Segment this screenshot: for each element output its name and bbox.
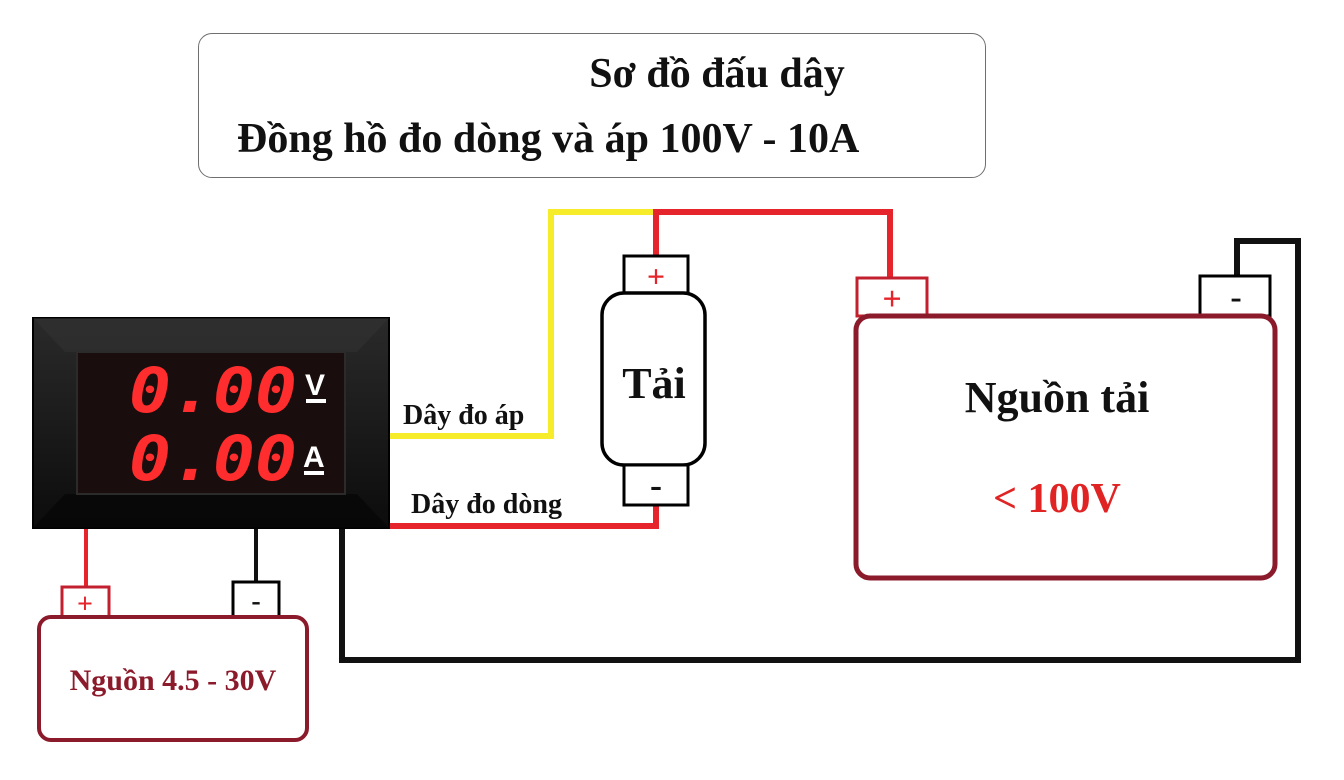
meter-supply-minus-sign: -: [251, 586, 260, 617]
load-supply-plus-terminal: [855, 276, 929, 318]
voltage-wire-label: Dây đo áp: [403, 400, 524, 431]
load-supply-rating: < 100V: [993, 476, 1121, 522]
meter-bezel-bottom: [33, 494, 389, 528]
load-plus-sign: +: [647, 258, 665, 294]
load-supply-body: [853, 313, 1278, 581]
meter-display: [76, 351, 346, 495]
current-reading: 0.00: [129, 422, 297, 495]
diagram-subtitle: Đồng hồ đo dòng và áp 100V - 10A: [237, 116, 860, 162]
wires: [84, 209, 1301, 663]
voltage-unit: V: [305, 369, 325, 402]
meter: 0.00 0.00 V A: [32, 317, 390, 529]
load: + Tải -: [600, 254, 707, 507]
meter-bezel: [33, 318, 389, 352]
voltage-unit-mark: [306, 399, 326, 403]
meter-supply-body: [37, 615, 309, 742]
ground-wire: [339, 238, 1301, 663]
current-wire: [377, 502, 659, 529]
load-supply: + - Nguồn tải < 100V: [853, 274, 1278, 581]
load-supply-plus-sign: +: [882, 281, 901, 318]
load-supply-minus-terminal: [1198, 274, 1272, 318]
voltage-wire: [383, 209, 659, 439]
load-minus-sign: -: [650, 465, 662, 505]
load-supply-label: Nguồn tải: [965, 373, 1150, 422]
load-minus-terminal: [622, 463, 690, 507]
meter-supply-label: Nguồn 4.5 - 30V: [70, 664, 277, 697]
current-unit: A: [303, 441, 325, 474]
load-supply-minus-sign: -: [1230, 279, 1241, 316]
load-positive-wire: [653, 209, 893, 283]
diagram-title: Sơ đồ đấu dây: [589, 51, 845, 97]
title-box: [198, 33, 986, 178]
current-unit-mark: [304, 471, 324, 475]
load-label: Tải: [622, 359, 686, 408]
voltage-reading: 0.00: [129, 354, 297, 427]
meter-supply-plus-sign: +: [77, 589, 93, 620]
current-wire-label: Dây đo dòng: [411, 489, 562, 520]
meter-supply: + - Nguồn 4.5 - 30V: [37, 580, 309, 742]
